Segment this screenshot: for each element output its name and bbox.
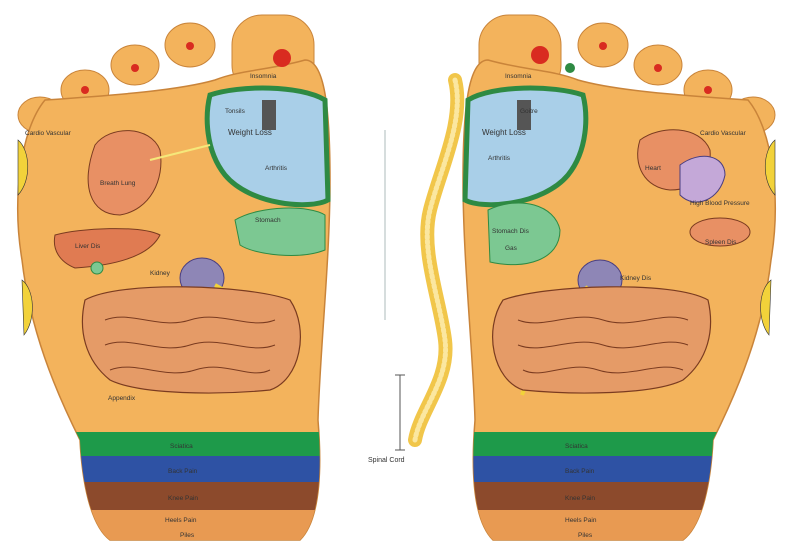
left-band-4-label: Heels Pain <box>165 517 197 524</box>
right-toe-dot-3 <box>654 64 662 72</box>
left-spine-marker <box>262 100 276 130</box>
left-band-5-label: Piles <box>180 532 195 539</box>
spine-label: Spinal Cord <box>368 457 405 464</box>
left-stomach <box>235 208 325 255</box>
right-band-5-label: Piles <box>578 532 593 539</box>
right-lung-label: Cardio Vascular <box>700 130 747 137</box>
right-band-brown <box>455 482 793 510</box>
left-kidney-label: Kidney <box>150 270 171 277</box>
left-band-1-label: Sciatica <box>170 443 193 450</box>
left-toe-dot-3 <box>131 64 139 72</box>
right-brain-label: Insomnia <box>505 73 532 80</box>
right-foot: Insomnia Goitre Weight Loss Arthritis Ca… <box>455 15 793 550</box>
right-toe-dot-2 <box>599 42 607 50</box>
left-lung-inner-label: Breath Lung <box>100 180 136 187</box>
left-band-orange <box>0 510 340 550</box>
right-intestine <box>493 287 711 393</box>
right-brain-dot <box>531 46 549 64</box>
right-band-green <box>455 432 793 456</box>
right-heart-note: High Blood Pressure <box>690 200 750 207</box>
left-gallbladder <box>91 262 103 274</box>
left-stomach-label: Stomach <box>255 217 281 224</box>
left-brain-dot <box>273 49 291 67</box>
left-brain-label: Insomnia <box>250 73 277 80</box>
left-liver-label: Liver Dis <box>75 243 101 250</box>
right-kidney-label: Kidney Dis <box>620 275 652 282</box>
left-foot: Insomnia Tonsils Weight Loss Arthritis C… <box>0 15 340 550</box>
right-band-orange <box>455 510 793 550</box>
right-band-blue <box>455 456 793 482</box>
right-band-4-label: Heels Pain <box>565 517 597 524</box>
right-thyroid-top: Goitre <box>520 108 538 115</box>
left-thyroid-low: Arthritis <box>265 165 288 172</box>
left-toe-dot-2 <box>186 42 194 50</box>
left-thyroid-top: Tonsils <box>225 108 246 115</box>
right-stomach-sub: Gas <box>505 245 518 252</box>
right-toe-green-dot <box>565 63 575 73</box>
right-band-3-label: Knee Pain <box>565 495 595 502</box>
right-spleen-label: Spleen Dis <box>705 239 737 246</box>
right-toe-dot-4 <box>704 86 712 94</box>
left-intestine-label: Appendix <box>108 395 136 402</box>
left-intestine <box>82 287 300 393</box>
left-thyroid-mid: Weight Loss <box>228 128 272 137</box>
right-spine-marker <box>517 100 531 130</box>
right-stomach-label: Stomach Dis <box>492 228 530 235</box>
left-toe-dot-4 <box>81 86 89 94</box>
left-band-2-label: Back Pain <box>168 468 198 475</box>
right-heart-label: Heart <box>645 165 661 172</box>
right-thyroid-low: Arthritis <box>488 155 511 162</box>
right-band-1-label: Sciatica <box>565 443 588 450</box>
left-band-3-label: Knee Pain <box>168 495 198 502</box>
right-band-2-label: Back Pain <box>565 468 595 475</box>
right-heel-bands <box>455 432 793 550</box>
right-thyroid-mid: Weight Loss <box>482 128 526 137</box>
left-lung-label: Cardio Vascular <box>25 130 72 137</box>
spine: Spinal Cord <box>368 80 457 464</box>
